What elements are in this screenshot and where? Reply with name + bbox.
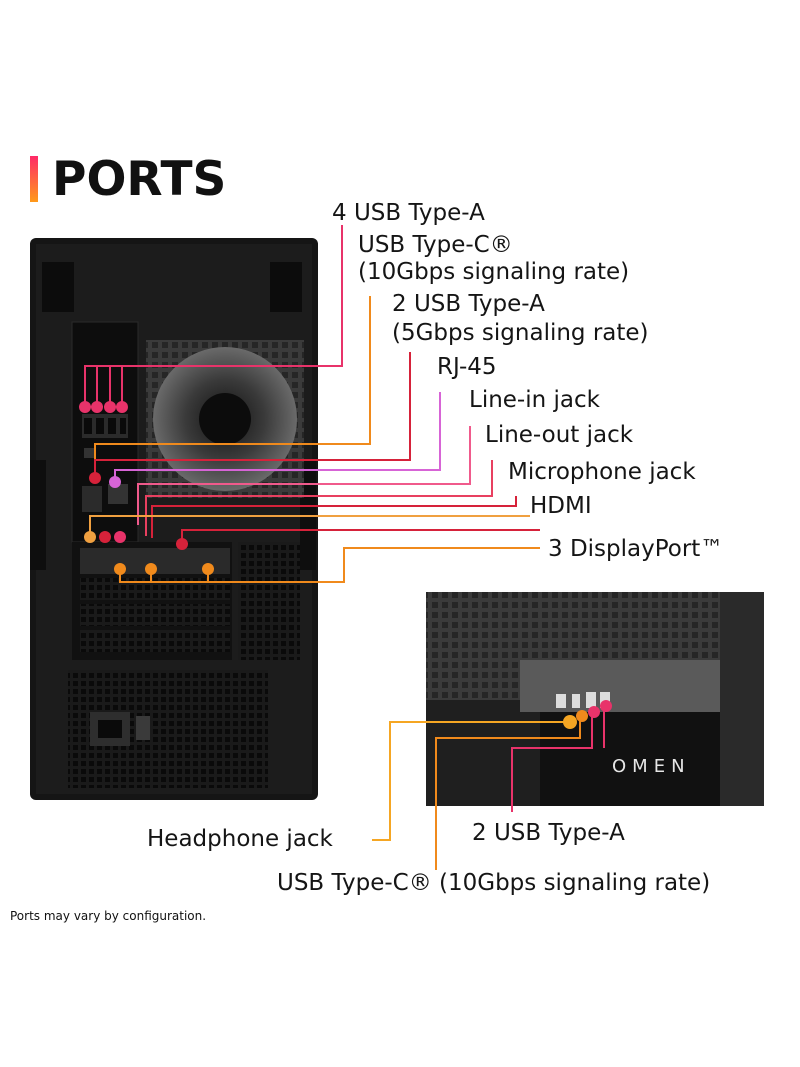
expansion-slots [72,542,300,660]
label-microphone: Microphone jack [508,459,696,485]
omen-logo: OMEN [612,756,691,777]
power-supply [68,670,268,788]
usb-a-callout-line [84,365,123,407]
microphone-dot [114,531,126,543]
rj45-dot [109,476,121,488]
usb-a-dot-2 [91,401,103,413]
displayport-dot-1 [114,563,126,575]
usb-a-5g-dot [89,472,101,484]
label-line-in: Line-in jack [469,387,600,413]
headphone-callout-line [372,721,570,841]
displayport-dot-3 [202,563,214,575]
label-line-out: Line-out jack [485,422,634,448]
front-usb-a-dot-2 [600,700,612,712]
front-callout-dots [563,700,612,729]
rear-callout-dots [79,401,214,575]
label-headphone: Headphone jack [147,826,333,852]
page-heading: PORTS [30,150,226,208]
line-out-dot [99,531,111,543]
label-displayport: 3 DisplayPort™ [548,536,724,562]
label-usb-a-4: 4 USB Type-A [332,200,485,226]
accent-bar [30,156,38,202]
hdmi-audio-dot [84,531,96,543]
label-usb-c-rear: USB Type-C® [358,232,513,258]
front-callout-lines [372,708,605,870]
io-shield [71,321,139,543]
usbc-callout-line [94,296,371,460]
hdmi-dot [176,538,188,550]
front-usbc-dot [576,710,588,722]
displayport-dot-2 [145,563,157,575]
usb-a-dot-3 [104,401,116,413]
headphone-dot [563,715,577,729]
displayport-callout-line [119,569,209,583]
label-usb-c-rear-rate: (10Gbps signaling rate) [358,259,630,285]
label-usb-c-front: USB Type-C® (10Gbps signaling rate) [277,870,711,896]
usb-a-5g-callout-line [94,352,411,478]
label-rj45: RJ-45 [437,354,497,380]
usb-a-dot-1 [79,401,91,413]
hdmi-callout-line [89,515,530,537]
footnote: Ports may vary by configuration. [10,909,207,923]
usb-a-dot-4 [116,401,128,413]
page-title: PORTS [52,151,227,207]
label-usb-a-2-rear-rate: (5Gbps signaling rate) [392,320,649,346]
line-in-callout-line [137,426,471,525]
fan [146,340,304,498]
front-usb-a-callout-line [511,716,593,812]
front-top-inset: OMEN [426,592,764,806]
label-usb-a-front: 2 USB Type-A [472,820,625,846]
front-usbc-callout-line [435,720,581,870]
microphone-callout-line [151,496,517,538]
front-usb-a-dot-1 [588,706,600,718]
label-usb-a-2-rear: 2 USB Type-A [392,291,545,317]
label-hdmi: HDMI [530,493,592,519]
